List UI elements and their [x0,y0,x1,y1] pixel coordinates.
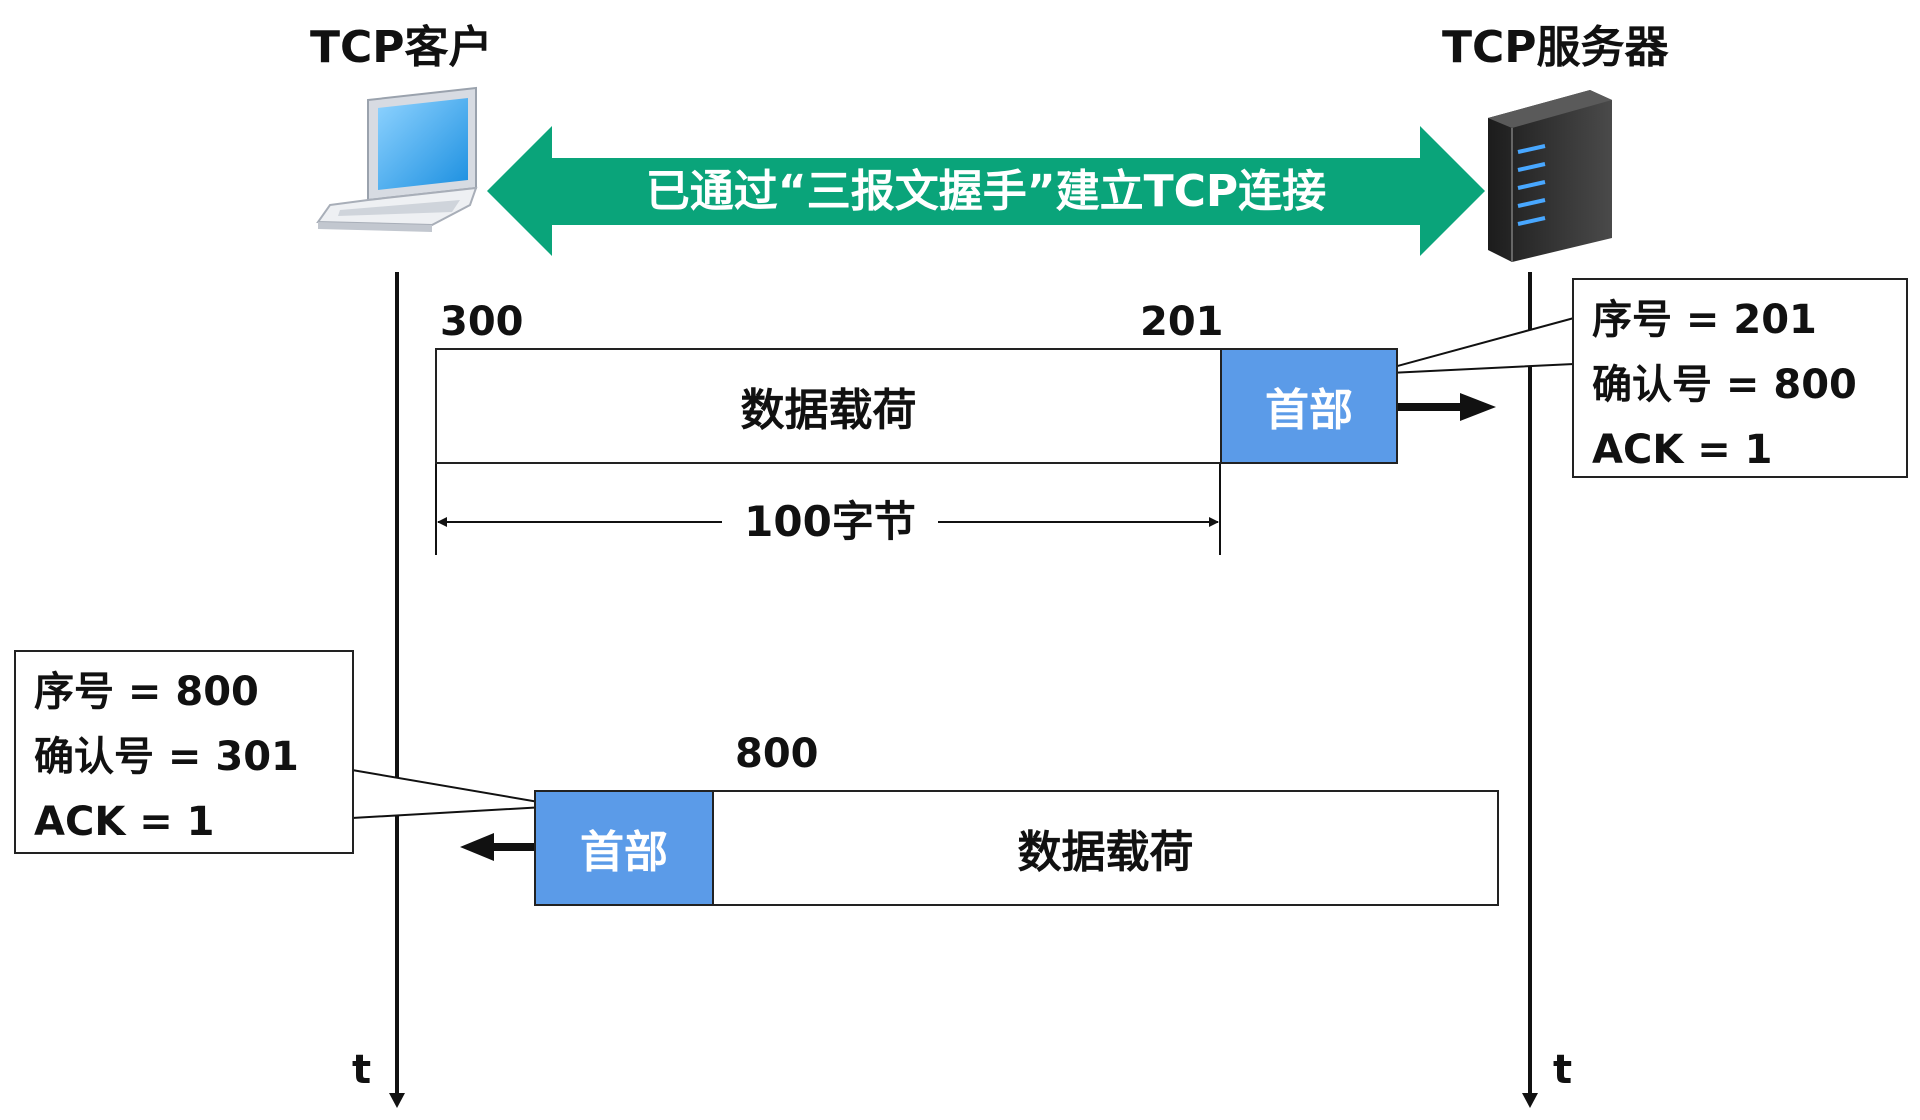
connection-label: 已通过“三报文握手”建立TCP连接 [645,166,1327,217]
segment1-payload: 数据载荷 [435,348,1222,464]
laptop-icon [316,86,478,232]
server-icon [1488,90,1612,262]
server-time-label: t [1553,1047,1573,1093]
server-title: TCP服务器 [1442,22,1669,73]
send-arrow-left [460,833,494,861]
segment2-payload-label: 数据载荷 [1017,827,1194,878]
segment2-header: 首部 [534,790,714,906]
client-title: TCP客户 [310,22,493,73]
segment2-header-label: 首部 [580,827,668,878]
segment2-ack-flag: ACK = 1 [34,799,215,845]
segment2-start-label: 800 [735,731,819,777]
segment1-ack-flag: ACK = 1 [1592,427,1773,473]
segment1-ack-number: 确认号 = 800 [1592,362,1857,408]
connection-arrow [487,126,1485,256]
segment1-length-label: 100字节 [722,496,938,548]
segment1-end-label: 201 [1140,299,1224,345]
segment1-header-label: 首部 [1265,385,1353,436]
segment2-payload: 数据载荷 [712,790,1499,906]
client-time-label: t [352,1047,372,1093]
callout-pointer-1 [1367,317,1575,375]
callout-pointer-2 [351,769,563,819]
segment2-info-box: 序号 = 800 确认号 = 301 ACK = 1 [14,650,354,854]
segment1-header: 首部 [1220,348,1398,464]
segment1-seq: 序号 = 201 [1592,297,1817,343]
segment2-ack-number: 确认号 = 301 [34,734,299,780]
send-arrow-right [1460,393,1496,421]
segment2-seq: 序号 = 800 [34,669,259,715]
segment1-payload-label: 数据载荷 [740,385,917,436]
segment1-start-label: 300 [440,299,524,345]
segment1-info-box: 序号 = 201 确认号 = 800 ACK = 1 [1572,278,1908,478]
